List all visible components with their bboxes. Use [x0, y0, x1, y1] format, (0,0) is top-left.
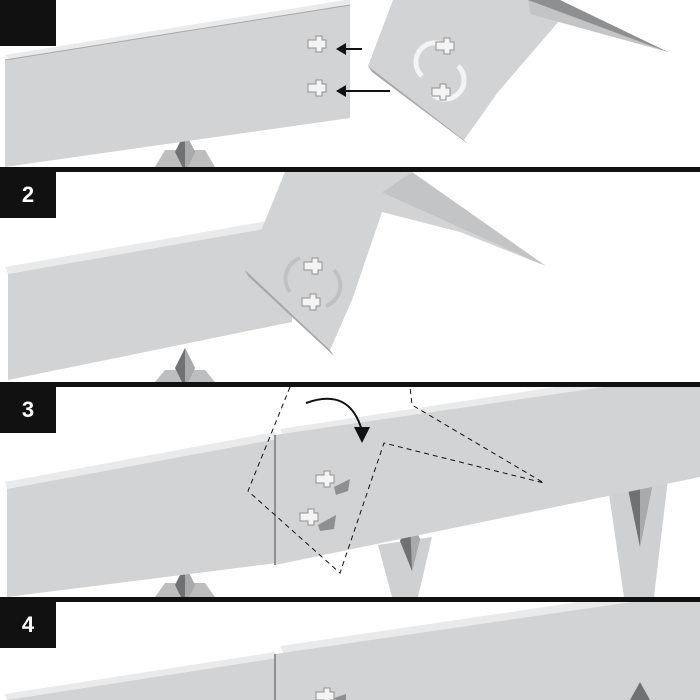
edging-strip — [5, 432, 277, 597]
ground-spike — [630, 682, 650, 700]
step-3-illustration — [5, 387, 700, 597]
connector-slot — [307, 79, 327, 97]
ground-spike — [155, 348, 215, 382]
step-2-illustration — [5, 172, 546, 382]
step-1-illustration — [4, 0, 668, 167]
arrow-left-icon — [336, 43, 362, 55]
edging-strip — [5, 652, 277, 700]
panel-divider — [0, 382, 700, 387]
connector-slot — [315, 687, 346, 700]
step-4-illustration — [5, 602, 700, 700]
curved-arrow-icon — [305, 397, 370, 443]
step-4-panel: 4 — [0, 602, 700, 700]
connector-slot — [307, 35, 327, 53]
step-3-panel: 3 — [0, 387, 700, 597]
rotate-arrows-icon — [413, 37, 467, 102]
edging-strip — [274, 387, 700, 565]
edging-strip — [274, 602, 700, 700]
corner-connector — [368, 0, 668, 144]
step-number-badge: 2 — [0, 172, 56, 218]
panel-divider — [0, 597, 700, 602]
arrow-left-icon — [336, 85, 390, 97]
step-number-badge: 3 — [0, 387, 56, 433]
step-number-badge — [0, 0, 56, 46]
dashed-ghost-outline — [247, 387, 545, 574]
step-number-badge: 4 — [0, 602, 56, 648]
panel-divider — [0, 167, 700, 172]
connector-slot — [299, 470, 350, 531]
step-2-panel: 2 — [0, 172, 700, 382]
connector-slot — [283, 256, 343, 311]
step-1-panel — [0, 0, 700, 167]
edging-strip — [4, 0, 351, 167]
edging-strip — [5, 217, 292, 380]
